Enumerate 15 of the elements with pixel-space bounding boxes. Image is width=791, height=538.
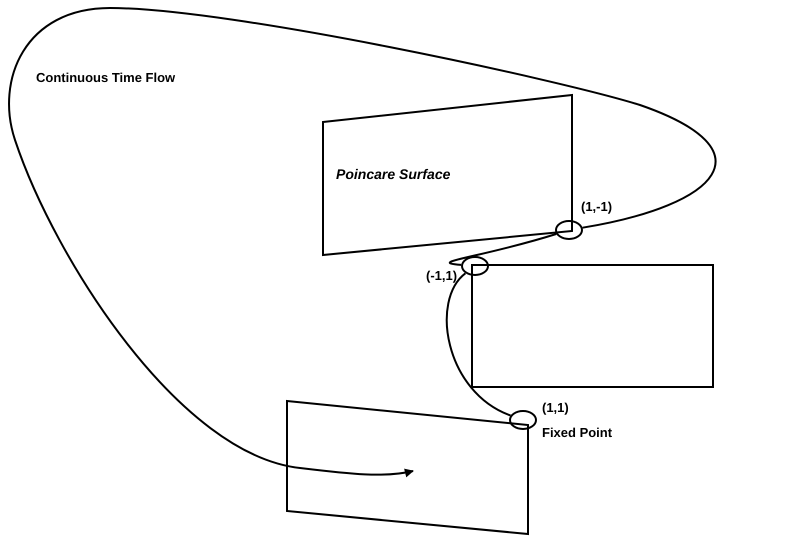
flow-curve (8, 7, 715, 478)
coordinate-label: (-1,1) (426, 268, 458, 283)
flow-curve (449, 233, 556, 266)
surface-label: Poincare Surface (336, 166, 450, 182)
intersection-circle (461, 256, 489, 276)
coordinate-label: (1,-1) (581, 199, 612, 214)
flow-label: Continuous Time Flow (36, 70, 176, 85)
point-label: Fixed Point (542, 425, 612, 440)
coordinate-label: (1,1) (542, 400, 569, 415)
intersection-circle (509, 410, 537, 430)
surface-plane (322, 94, 574, 257)
surface-plane (286, 399, 530, 537)
flow-curve (446, 272, 511, 416)
intersection-circle (555, 220, 583, 240)
surface-plane (471, 264, 714, 388)
